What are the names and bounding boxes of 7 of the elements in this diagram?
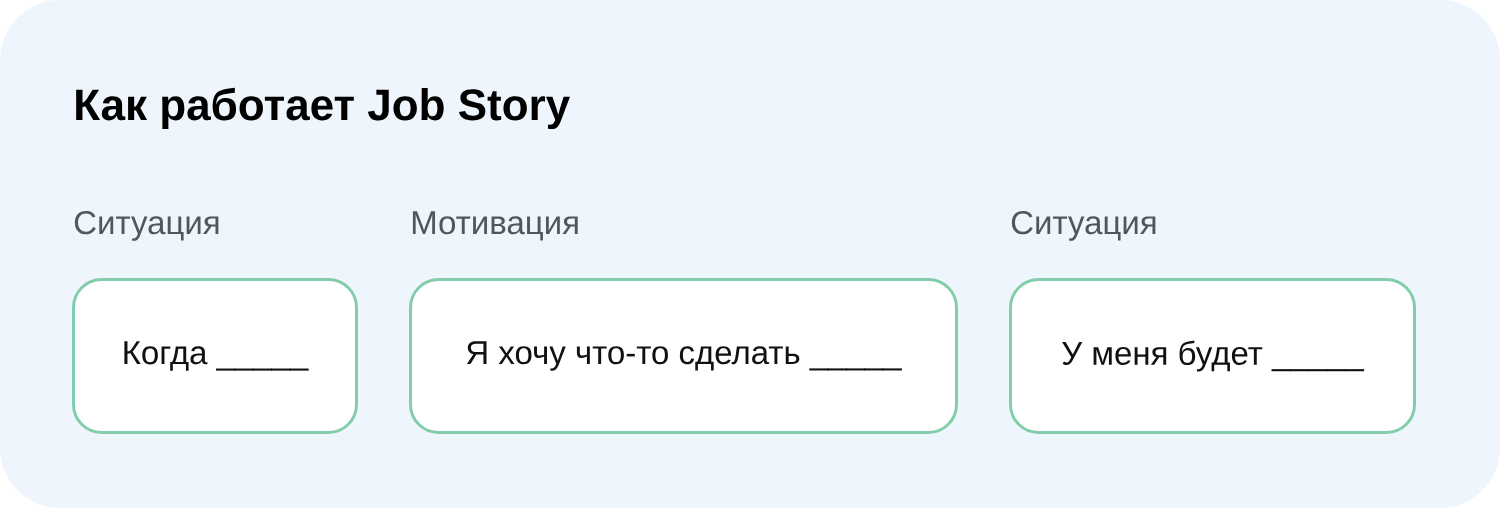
text-box: Я хочу что-то сделать _____ bbox=[409, 278, 958, 434]
title: Как работает Job Story bbox=[76, 87, 570, 130]
text-box: У меня будет _____ bbox=[1009, 278, 1416, 434]
section-heading: Ситуация bbox=[74, 210, 219, 241]
section-heading: Мотивация bbox=[412, 211, 578, 241]
section-heading: Ситуация bbox=[1011, 210, 1156, 241]
text-box: Когда _____ bbox=[72, 278, 358, 434]
